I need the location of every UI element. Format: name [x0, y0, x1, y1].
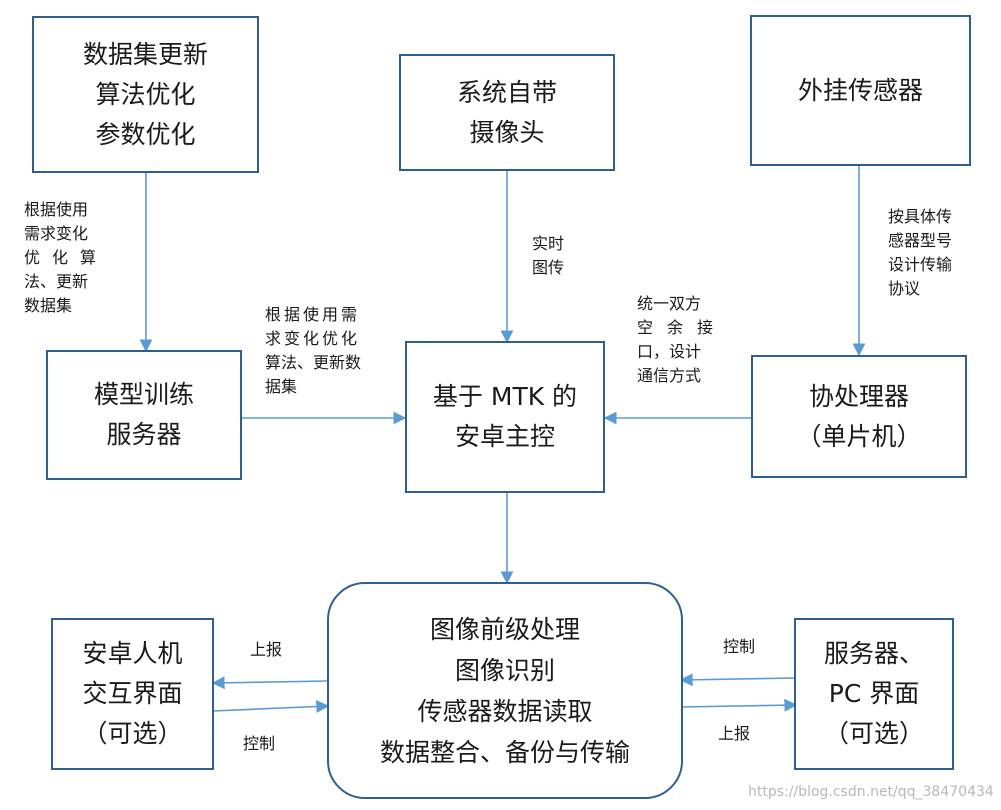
label-camera-to-master: 实时 图传	[532, 232, 564, 280]
label-line: 通信方式	[637, 366, 702, 385]
processing-box: 图像前级处理 图像识别 传感器数据读取 数据整合、备份与传输	[327, 582, 683, 799]
label-line: 算法、更新数	[265, 353, 362, 372]
label-processing-to-server: 上报	[718, 724, 751, 743]
label-processing-to-hmi: 上报	[250, 640, 283, 659]
box-line: 基于 MTK 的	[432, 382, 578, 411]
label-line: 口，设计	[637, 342, 702, 361]
label-line: 图传	[532, 258, 565, 277]
label-hmi-to-processing: 控制	[243, 734, 276, 753]
external-sensor-box: 外挂传感器	[750, 15, 971, 166]
label-line: 空余接	[637, 318, 728, 337]
mtk-master-box: 基于 MTK 的 安卓主控	[405, 341, 605, 493]
label-line: 据集	[265, 377, 298, 396]
box-line: 系统自带	[456, 77, 557, 107]
label-line: 法、更新	[24, 272, 89, 291]
box-line: 数据整合、备份与传输	[379, 737, 630, 767]
box-line: PC 界面	[828, 679, 920, 708]
box-line: 协处理器	[808, 381, 909, 411]
box-line: 安卓主控	[454, 422, 555, 451]
label-server-to-processing: 控制	[723, 637, 756, 656]
coprocessor-box: 协处理器 （单片机）	[751, 355, 967, 478]
training-server-box: 模型训练 服务器	[46, 350, 242, 480]
label-line: 数据集	[24, 296, 73, 315]
box-line: 图像识别	[454, 655, 555, 685]
label-line: 感器型号	[888, 231, 953, 250]
box-line: 服务器	[106, 420, 182, 449]
label-line: 按具体传	[888, 207, 953, 226]
label-line: 求变化优化	[265, 329, 361, 348]
label-coproc-to-master: 统一双方 空余接 口，设计 通信方式	[637, 292, 721, 388]
box-line: 图像前级处理	[429, 614, 580, 644]
box-line: 传感器数据读取	[417, 696, 593, 726]
label-line: 统一双方	[637, 294, 702, 313]
box-line: 交互界面	[82, 679, 183, 708]
arrow-server-to-processing	[679, 673, 797, 687]
label-sensor-to-coproc: 按具体传 感器型号 设计传输 协议	[888, 205, 952, 301]
label-line: 实时	[532, 234, 565, 253]
box-line: 模型训练	[93, 380, 194, 409]
box-line: 摄像头	[469, 117, 545, 147]
label-training-to-master: 根据使用需 求变化优化 算法、更新数 据集	[265, 303, 361, 399]
arrow-processing-to-hmi	[211, 676, 328, 690]
box-line: （可选）	[823, 719, 924, 748]
camera-box: 系统自带 摄像头	[399, 54, 615, 171]
label-line: 协议	[888, 279, 921, 298]
box-line: 参数优化	[95, 119, 196, 149]
box-line: 服务器、	[823, 639, 924, 668]
server-pc-box: 服务器、 PC 界面 （可选）	[794, 618, 954, 770]
box-line: 数据集更新	[82, 39, 208, 69]
label-line: 根据使用需	[265, 305, 361, 324]
arrow-processing-to-server	[680, 698, 798, 712]
label-line: 设计传输	[888, 255, 953, 274]
android-hmi-box: 安卓人机 交互界面 （可选）	[51, 618, 214, 770]
box-line: 算法优化	[95, 79, 196, 109]
box-line: 外挂传感器	[797, 75, 923, 105]
label-line: 根据使用	[24, 200, 89, 219]
label-dataset-to-training: 根据使用 需求变化 优化算 法、更新 数据集	[24, 198, 108, 318]
arrow-hmi-to-processing	[212, 700, 330, 714]
watermark: https://blog.csdn.net/qq_38470434	[748, 784, 994, 800]
label-line: 需求变化	[24, 224, 89, 243]
dataset-update-box: 数据集更新 算法优化 参数优化	[32, 16, 259, 173]
box-line: 安卓人机	[82, 639, 183, 668]
box-line: （可选）	[82, 719, 183, 748]
box-line: （单片机）	[796, 421, 922, 451]
label-line: 优化算	[24, 248, 109, 267]
